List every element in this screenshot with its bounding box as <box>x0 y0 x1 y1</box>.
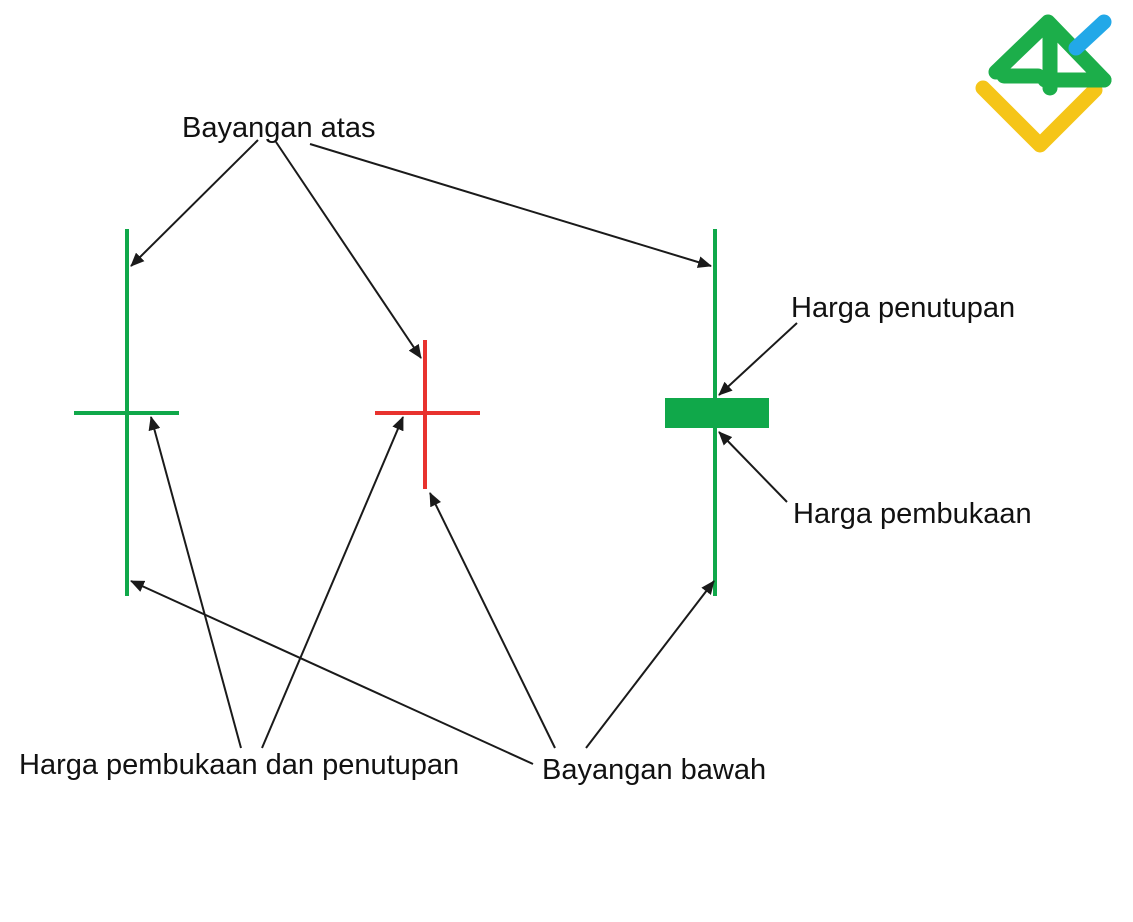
arrow-openclose-to-candle1 <box>148 416 242 749</box>
arrow-openclose-to-candle2 <box>261 416 404 749</box>
brand-logo-icon <box>975 14 1112 153</box>
arrow-upper-to-candle2 <box>275 141 422 359</box>
green-thin-body <box>665 398 769 428</box>
open-close-price-label: Harga pembukaan dan penutupan <box>19 749 460 781</box>
arrow-upper-to-candle1 <box>130 139 259 267</box>
price-arrows <box>718 322 798 503</box>
red-doji-candle <box>375 340 480 489</box>
open-close-arrows <box>148 416 404 749</box>
open-price-label: Harga pembukaan <box>793 498 1032 530</box>
lower-shadow-arrows <box>130 492 715 765</box>
green-thin-candle <box>665 229 769 596</box>
arrow-lower-to-candle3 <box>585 580 715 749</box>
arrow-lower-to-candle2 <box>429 492 556 749</box>
close-price-label: Harga penutupan <box>791 292 1016 324</box>
arrow-open-price <box>718 431 788 503</box>
green-doji-candle <box>74 229 179 596</box>
arrow-upper-to-candle3 <box>309 143 712 268</box>
arrow-close-price <box>718 322 798 396</box>
upper-shadow-label: Bayangan atas <box>182 112 376 144</box>
arrow-lower-to-candle1 <box>130 580 534 765</box>
upper-shadow-arrows <box>130 139 712 359</box>
lower-shadow-label: Bayangan bawah <box>542 754 767 786</box>
